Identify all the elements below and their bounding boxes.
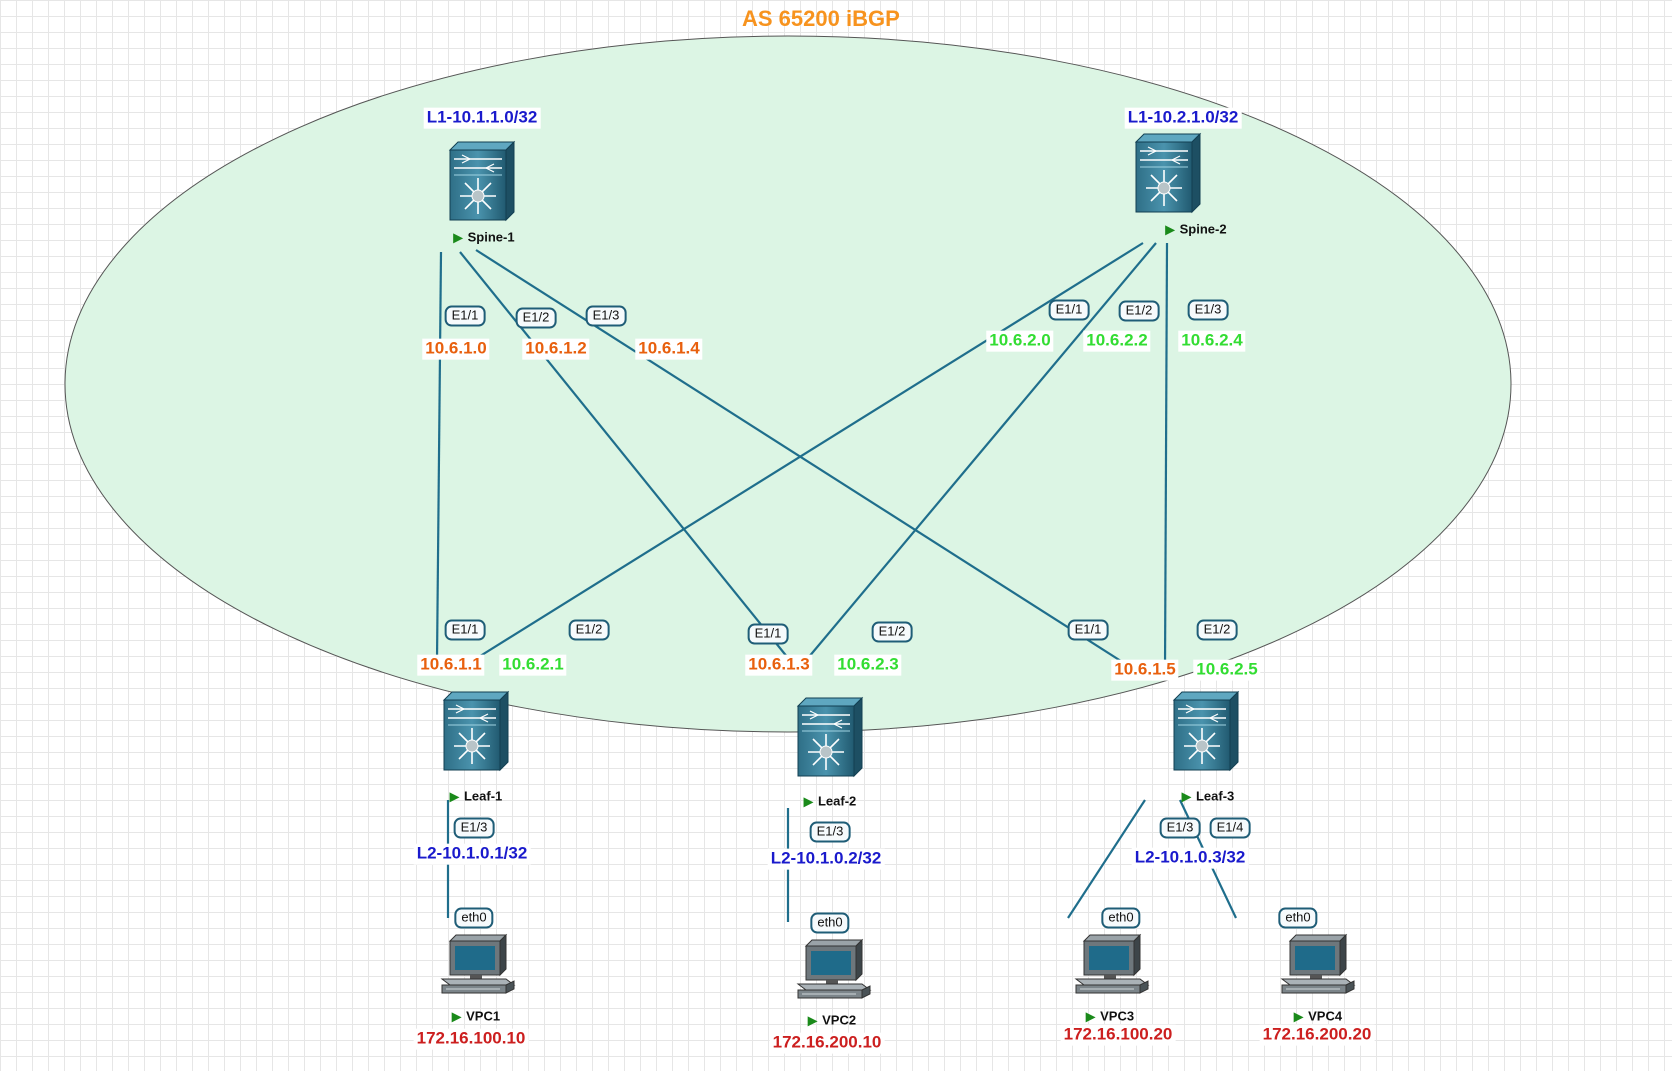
device-name: VPC1 bbox=[466, 1008, 501, 1024]
device-name: Leaf-3 bbox=[1195, 788, 1235, 804]
link-spine2-leaf1[interactable] bbox=[460, 242, 1144, 669]
nexus-switch-icon bbox=[797, 697, 863, 777]
device-label-vpc4[interactable]: ▶ VPC4 bbox=[1294, 1009, 1342, 1024]
device-label-leaf-1[interactable]: ▶ Leaf-1 bbox=[450, 789, 503, 804]
port-vpc4-eth0[interactable]: eth0 bbox=[1278, 907, 1318, 929]
port-spine1-e1-1[interactable]: E1/1 bbox=[444, 305, 486, 327]
ip-label-leaf1-e1-1: 10.6.1.1 bbox=[417, 654, 485, 676]
port-spine1-e1-2[interactable]: E1/2 bbox=[515, 307, 557, 329]
port-spine2-e1-2[interactable]: E1/2 bbox=[1118, 300, 1160, 322]
pc-icon bbox=[797, 939, 871, 999]
device-name: VPC3 bbox=[1100, 1008, 1135, 1024]
pc-vpc1[interactable] bbox=[441, 934, 515, 994]
port-leaf3-e1-2[interactable]: E1/2 bbox=[1196, 619, 1238, 641]
leaf3-loopback-label: L2-10.1.0.3/32 bbox=[1131, 847, 1249, 869]
switch-leaf1[interactable] bbox=[443, 691, 509, 771]
ip-label-spine1-e1-3: 10.6.1.4 bbox=[635, 338, 703, 360]
host-ip-vpc4: 172.16.200.20 bbox=[1259, 1024, 1375, 1046]
leaf2-loopback-label: L2-10.1.0.2/32 bbox=[767, 848, 885, 870]
ip-label-spine2-e1-3: 10.6.2.4 bbox=[1178, 330, 1246, 352]
ip-label-leaf2-e1-1: 10.6.1.3 bbox=[745, 654, 813, 676]
device-label-spine-2[interactable]: ▶ Spine-2 bbox=[1165, 222, 1226, 237]
link-spine1-leaf1[interactable] bbox=[435, 251, 443, 661]
leaf1-loopback-label: L2-10.1.0.1/32 bbox=[413, 843, 531, 865]
port-spine1-e1-3[interactable]: E1/3 bbox=[585, 305, 627, 327]
device-label-leaf-2[interactable]: ▶ Leaf-2 bbox=[804, 794, 857, 809]
host-ip-vpc1: 172.16.100.10 bbox=[413, 1028, 529, 1050]
host-ip-vpc2: 172.16.200.10 bbox=[769, 1032, 885, 1054]
link-spine2-leaf3[interactable] bbox=[1163, 242, 1169, 671]
pc-icon bbox=[441, 934, 515, 994]
link-spine2-leaf2[interactable] bbox=[807, 242, 1157, 659]
play-icon: ▶ bbox=[1293, 1009, 1304, 1024]
device-label-leaf-3[interactable]: ▶ Leaf-3 bbox=[1182, 789, 1235, 804]
pc-vpc3[interactable] bbox=[1075, 934, 1149, 994]
device-name: VPC4 bbox=[1308, 1008, 1343, 1024]
port-leaf1-e1-1[interactable]: E1/1 bbox=[444, 619, 486, 641]
port-leaf1-e1-2[interactable]: E1/2 bbox=[568, 619, 610, 641]
switch-leaf2[interactable] bbox=[797, 697, 863, 777]
port-vpc1-eth0[interactable]: eth0 bbox=[454, 907, 494, 929]
pc-icon bbox=[1075, 934, 1149, 994]
switch-leaf3[interactable] bbox=[1173, 691, 1239, 771]
link-leaf3-vpc3[interactable] bbox=[1067, 799, 1146, 919]
port-leaf2-e1-3[interactable]: E1/3 bbox=[809, 821, 851, 843]
device-name: VPC2 bbox=[822, 1012, 857, 1028]
pc-vpc2[interactable] bbox=[797, 939, 871, 999]
port-leaf2-e1-2[interactable]: E1/2 bbox=[871, 621, 913, 643]
play-icon: ▶ bbox=[803, 794, 813, 809]
switch-spine2[interactable] bbox=[1135, 133, 1201, 213]
device-name: Leaf-1 bbox=[463, 788, 503, 804]
play-icon: ▶ bbox=[1165, 222, 1175, 237]
ip-label-spine1-e1-1: 10.6.1.0 bbox=[422, 338, 490, 360]
port-leaf1-e1-3[interactable]: E1/3 bbox=[453, 817, 495, 839]
ip-label-spine2-e1-2: 10.6.2.2 bbox=[1083, 330, 1151, 352]
pc-vpc4[interactable] bbox=[1281, 934, 1355, 994]
port-spine2-e1-1[interactable]: E1/1 bbox=[1048, 299, 1090, 321]
device-label-vpc3[interactable]: ▶ VPC3 bbox=[1086, 1009, 1134, 1024]
port-leaf3-e1-3[interactable]: E1/3 bbox=[1159, 817, 1201, 839]
play-icon: ▶ bbox=[451, 1009, 462, 1024]
nexus-switch-icon bbox=[443, 691, 509, 771]
port-leaf3-e1-4[interactable]: E1/4 bbox=[1209, 817, 1251, 839]
device-name: Spine-2 bbox=[1179, 221, 1227, 237]
play-icon: ▶ bbox=[453, 230, 463, 245]
diagram-title: AS 65200 iBGP bbox=[742, 6, 900, 31]
ip-label-spine1-e1-2: 10.6.1.2 bbox=[522, 338, 590, 360]
device-label-spine-1[interactable]: ▶ Spine-1 bbox=[453, 230, 514, 245]
port-vpc3-eth0[interactable]: eth0 bbox=[1101, 907, 1141, 929]
nexus-switch-icon bbox=[449, 141, 515, 221]
play-icon: ▶ bbox=[807, 1013, 818, 1028]
play-icon: ▶ bbox=[449, 789, 459, 804]
pc-icon bbox=[1281, 934, 1355, 994]
ip-label-leaf3-e1-2: 10.6.2.5 bbox=[1193, 659, 1261, 681]
spine2-loopback-label: L1-10.2.1.0/32 bbox=[1124, 107, 1242, 129]
device-label-vpc2[interactable]: ▶ VPC2 bbox=[808, 1013, 856, 1028]
host-ip-vpc3: 172.16.100.20 bbox=[1060, 1024, 1176, 1046]
link-spine1-leaf2[interactable] bbox=[459, 251, 789, 659]
port-vpc2-eth0[interactable]: eth0 bbox=[810, 912, 850, 934]
switch-spine1[interactable] bbox=[449, 141, 515, 221]
play-icon: ▶ bbox=[1181, 789, 1191, 804]
device-label-vpc1[interactable]: ▶ VPC1 bbox=[452, 1009, 500, 1024]
port-spine2-e1-3[interactable]: E1/3 bbox=[1187, 299, 1229, 321]
ip-label-leaf3-e1-1: 10.6.1.5 bbox=[1111, 659, 1179, 681]
ip-label-spine2-e1-1: 10.6.2.0 bbox=[986, 330, 1054, 352]
device-name: Spine-1 bbox=[467, 229, 515, 245]
port-leaf2-e1-1[interactable]: E1/1 bbox=[747, 623, 789, 645]
spine1-loopback-label: L1-10.1.1.0/32 bbox=[423, 107, 541, 129]
nexus-switch-icon bbox=[1135, 133, 1201, 213]
ip-label-leaf1-e1-2: 10.6.2.1 bbox=[499, 654, 567, 676]
nexus-switch-icon bbox=[1173, 691, 1239, 771]
play-icon: ▶ bbox=[1085, 1009, 1096, 1024]
port-leaf3-e1-1[interactable]: E1/1 bbox=[1067, 619, 1109, 641]
ip-label-leaf2-e1-2: 10.6.2.3 bbox=[834, 654, 902, 676]
device-name: Leaf-2 bbox=[817, 793, 857, 809]
